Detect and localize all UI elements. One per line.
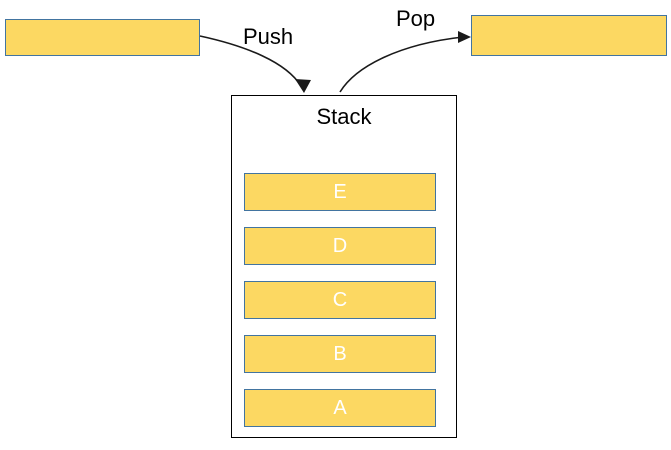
stack-cell-e[interactable]: E [244, 173, 436, 211]
stack-cell-b[interactable]: B [244, 335, 436, 373]
pop-arrow-label: Pop [396, 6, 436, 31]
input-element-box[interactable] [5, 19, 200, 56]
stack-title: Stack [316, 104, 372, 129]
stack-cell-c[interactable]: C [244, 281, 436, 319]
stack-container: Stack E D C B A [231, 95, 457, 438]
output-element-box[interactable] [471, 15, 667, 56]
stack-cell-a[interactable]: A [244, 389, 436, 427]
push-arrow-label: Push [243, 24, 294, 49]
pop-arrow-head [458, 31, 471, 43]
stack-cell-d[interactable]: D [244, 227, 436, 265]
push-arrow-head [295, 79, 311, 93]
pop-arrow-path [339, 36, 464, 93]
